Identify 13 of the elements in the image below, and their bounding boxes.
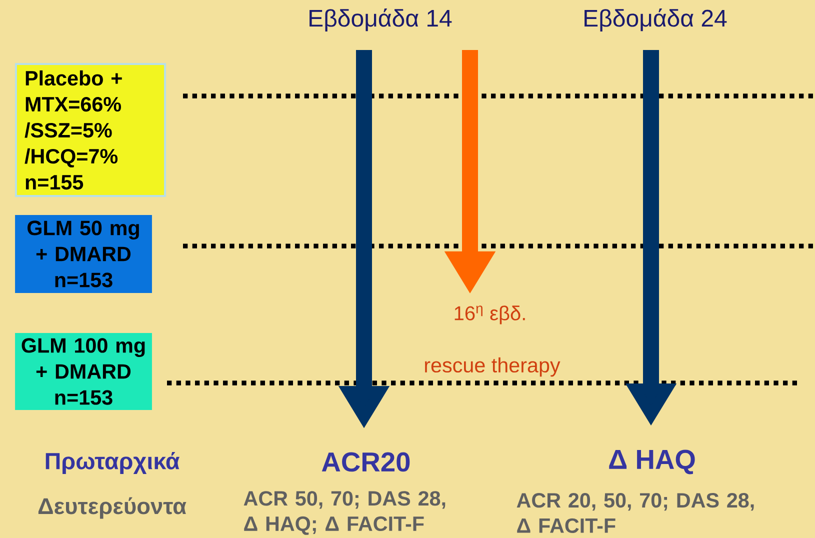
endpoint-label: Δ HAQ — [609, 450, 695, 474]
endpoint-label: ACR20 — [322, 452, 410, 472]
row-heading: Δευτερεύοντα — [38, 497, 186, 519]
arm-box: GLM 50 mg + DMARD n=153 — [15, 215, 152, 293]
endpoint-label: 16$^{η}$ εβδ. — [454, 306, 525, 324]
row-heading: Πρωταρχικά — [46, 452, 180, 474]
week-label: Εβδομάδα 14 — [310, 8, 452, 32]
rescue-label: rescue therapy — [425, 357, 560, 377]
week-label: Εβδομάδα 24 — [584, 8, 727, 32]
arm-box: GLM 100 mg + DMARD n=153 — [15, 333, 152, 410]
endpoint-list: ACR 50, 70; DAS 28, Δ HAQ; Δ FACIT-F — [244, 491, 446, 535]
endpoint-list: ACR 20, 50, 70; DAS 28, Δ FACIT-F — [516, 493, 754, 533]
arm-box: Placebo + MTX=66% /SSZ=5% /HCQ=7% n=155 — [14, 63, 166, 197]
